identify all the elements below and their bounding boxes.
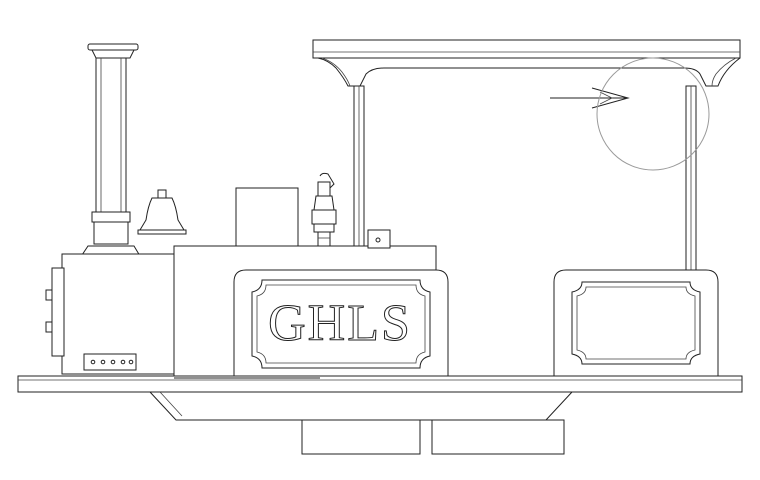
safety-valve <box>311 172 337 247</box>
side-tank-left <box>233 269 449 377</box>
bell <box>137 189 187 235</box>
annotation-circle <box>596 57 710 171</box>
axlebox-right <box>431 419 565 455</box>
smokebox-door <box>51 267 65 357</box>
footplate <box>17 375 743 393</box>
cab-front-fitting <box>367 229 391 249</box>
side-tank-right <box>553 269 719 377</box>
cab-pillar-left <box>353 85 365 271</box>
door-hinge-lower <box>45 321 53 333</box>
frame-valance <box>149 391 573 421</box>
direction-arrow <box>550 87 630 109</box>
chimney <box>79 43 141 264</box>
cab-pillar-right <box>685 85 697 271</box>
axlebox-left <box>301 419 421 455</box>
door-hinge-upper <box>45 289 53 301</box>
cab-roof <box>312 39 741 87</box>
steam-dome <box>235 187 299 247</box>
lamp-bracket-plate <box>83 353 137 371</box>
nameplate-text: GHLS <box>268 295 412 352</box>
